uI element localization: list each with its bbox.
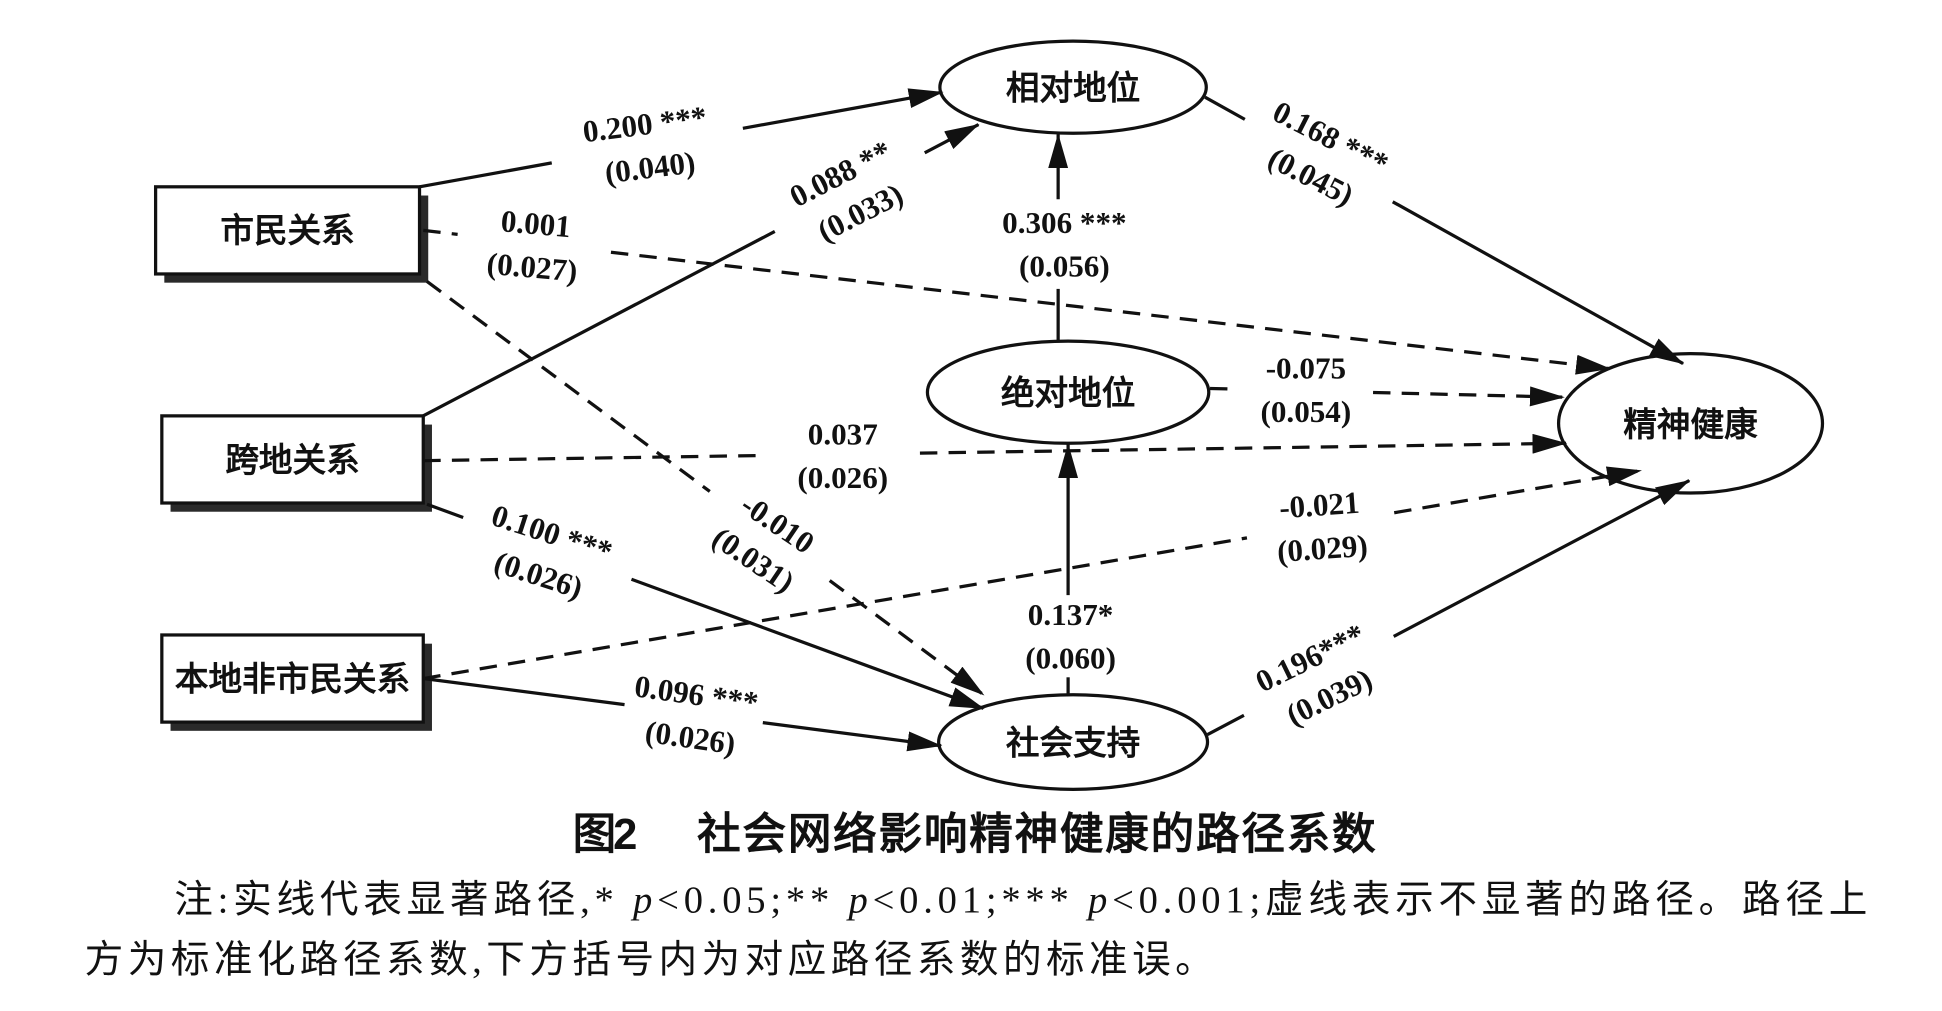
dashed-path-segment [1209, 386, 1239, 391]
path-label: 0.001(0.027) [485, 203, 578, 289]
path-label: 0.168 ***(0.045) [1263, 94, 1395, 213]
solid-path-segment [423, 676, 625, 707]
path-label: 0.306 *** (0.056) [1002, 205, 1126, 284]
path-coefficient: 0.200 *** [581, 99, 709, 149]
path-coefficient: 0.096 *** [632, 668, 760, 720]
path-coefficient: 0.306 *** [1002, 205, 1126, 240]
node-local-noncivic-relations: 本地非市民关系 [160, 633, 432, 731]
node-label: 绝对地位 [1001, 374, 1135, 413]
path-arrow: 0.137* (0.060) [1025, 443, 1116, 694]
node-label: 市民关系 [220, 211, 354, 250]
path-label: 0.037 (0.026) [797, 417, 888, 496]
solid-path-segment [1206, 713, 1245, 736]
figure-title: 社会网络影响精神健康的路径系数 [697, 810, 1376, 859]
node-label: 社会支持 [1006, 724, 1140, 762]
node-civic-relations: 市民关系 [153, 185, 429, 283]
node-box [153, 185, 422, 276]
dashed-path-segment [828, 579, 985, 697]
solid-path-segment [923, 123, 980, 155]
path-coefficient: -0.075 [1266, 351, 1346, 386]
note-line-2: 方为标准化路径系数,下方括号内为对应路径系数的标准误。 [85, 938, 1214, 981]
note-line-1: 注:实线代表显著路径,* p<0.05;** p<0.01;*** p<0.00… [174, 879, 1867, 922]
path-standard-error: (0.026) [797, 460, 888, 495]
node-label: 跨地关系 [225, 441, 359, 479]
figure-note: 注:实线代表显著路径,* p<0.05;** p<0.01;*** p<0.00… [85, 879, 1868, 982]
path-label: 0.096 ***(0.026) [632, 668, 760, 761]
node-relative-status: 相对地位 [938, 39, 1208, 135]
italic-p: p [1085, 880, 1107, 922]
path-label: -0.021(0.029) [1276, 485, 1369, 569]
dashed-path-segment [610, 250, 1611, 375]
path-arrow: 0.168 ***(0.045) [1204, 94, 1685, 365]
path-standard-error: (0.056) [1019, 248, 1110, 283]
note-text-run: 注:实线代表显著路径,* [174, 879, 628, 922]
solid-path-segment [1392, 479, 1691, 638]
dashed-path-segment [422, 536, 1248, 681]
node-social-support: 社会支持 [937, 693, 1210, 791]
path-arrow: -0.021(0.029) [422, 466, 1642, 681]
path-label: 0.100 ***(0.026) [487, 498, 616, 606]
path-label: 0.137* (0.060) [1025, 597, 1116, 676]
italic-p: p [630, 880, 652, 922]
solid-path-segment [762, 721, 943, 752]
italic-p: p [846, 880, 868, 922]
dashed-path-segment [423, 453, 766, 463]
solid-path-segment [426, 502, 464, 520]
note-text-run: <0.001;虚线表示不显著的路径。路径上 [1112, 879, 1867, 922]
node-mental-health: 精神健康 [1556, 352, 1825, 495]
path-arrow: 0.096 ***(0.026) [423, 668, 943, 761]
path-arrow: 0.100 ***(0.026) [426, 498, 985, 710]
solid-path-segment [742, 88, 944, 130]
path-standard-error: (0.040) [603, 145, 697, 191]
note-text-run: <0.01;*** [873, 880, 1084, 922]
solid-path-segment [422, 229, 776, 418]
solid-path-segment [1391, 200, 1685, 365]
path-label: 0.088 **(0.033) [784, 133, 909, 248]
path-coefficient: 0.037 [808, 417, 878, 452]
dashed-path-segment [1373, 386, 1565, 407]
path-label: 0.200 ***(0.040) [581, 99, 709, 191]
path-label: -0.010(0.031) [706, 487, 821, 600]
path-standard-error: (0.029) [1276, 528, 1369, 569]
node-label: 本地非市民关系 [175, 659, 410, 698]
node-ellipse [938, 39, 1208, 135]
path-arrow: -0.075 (0.054) [1209, 351, 1565, 430]
node-label: 精神健康 [1623, 405, 1758, 444]
node-ellipse [1556, 352, 1825, 495]
node-translocal-relations: 跨地关系 [160, 414, 432, 512]
node-box [160, 633, 425, 724]
path-coefficient: 0.001 [500, 203, 573, 244]
solid-path-segment [1204, 95, 1246, 121]
path-standard-error: (0.060) [1025, 641, 1116, 676]
path-arrow: -0.010(0.031) [426, 280, 985, 697]
figure-caption: 图2 社会网络影响精神健康的路径系数 [573, 810, 1376, 859]
dashed-path-segment [1393, 466, 1642, 515]
path-arrow: 0.306 *** (0.056) [1002, 133, 1127, 342]
path-arrow: 0.001(0.027) [423, 203, 1611, 375]
path-coefficient: -0.021 [1278, 485, 1361, 526]
node-absolute-status: 绝对地位 [925, 339, 1211, 445]
solid-path-segment [630, 577, 985, 710]
path-standard-error: (0.054) [1261, 394, 1352, 429]
dashed-path-segment [423, 228, 458, 236]
solid-path-segment [419, 161, 553, 189]
note-text-run: <0.05;** [657, 880, 844, 922]
path-arrow: 0.037 (0.026) [423, 417, 1568, 496]
dashed-path-segment [919, 433, 1568, 455]
path-label: -0.075 (0.054) [1261, 351, 1352, 430]
figure-number: 图2 [573, 811, 638, 859]
path-label: 0.196***(0.039) [1250, 616, 1378, 732]
path-standard-error: (0.027) [485, 246, 578, 289]
node-label: 相对地位 [1006, 70, 1140, 108]
path-coefficient: 0.137* [1028, 597, 1114, 632]
path-standard-error: (0.026) [643, 714, 738, 761]
